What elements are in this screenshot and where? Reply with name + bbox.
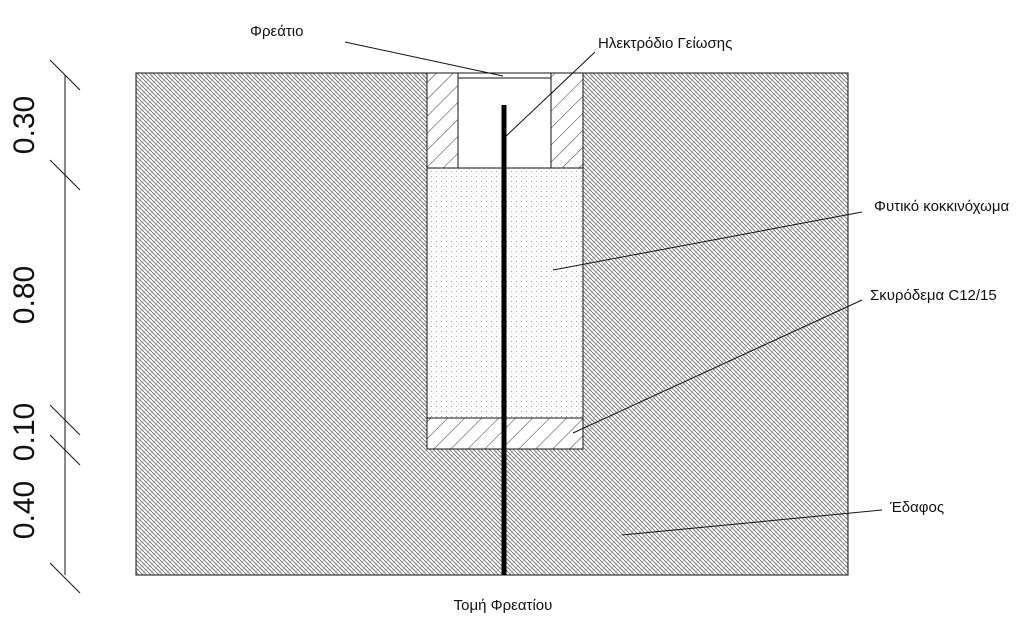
label-concrete: Σκυρόδεμα C12/15 — [870, 287, 997, 304]
label-fill: Φυτικό κοκκινόχωμα — [874, 198, 1010, 215]
caption: Τομή Φρεατίου — [454, 597, 553, 614]
leader-soil — [621, 509, 883, 536]
manhole-wall-right — [550, 72, 584, 169]
manhole-wall-left — [426, 72, 459, 169]
dim-040: 0.40 — [8, 481, 41, 539]
dim-010: 0.10 — [8, 403, 41, 461]
dim-080: 0.80 — [8, 266, 41, 324]
dimension-line — [49, 59, 81, 594]
leader-electrode — [503, 51, 596, 139]
leader-freatio — [344, 41, 504, 77]
leader-concrete — [572, 299, 863, 434]
label-soil: Έδαφος — [889, 499, 944, 516]
label-electrode: Ηλεκτρόδιο Γείωσης — [598, 35, 732, 52]
label-freatio: Φρεάτιο — [250, 23, 303, 40]
dim-030: 0.30 — [8, 96, 41, 154]
leader-fill — [552, 211, 863, 271]
